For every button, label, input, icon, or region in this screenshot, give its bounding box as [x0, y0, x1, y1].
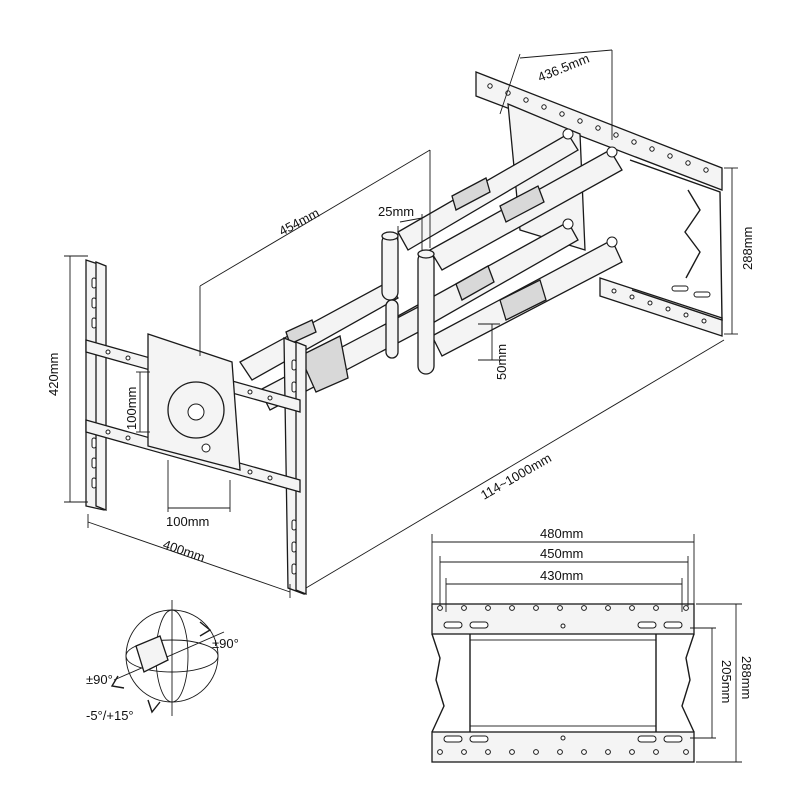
label-height-outer: 288mm	[739, 656, 754, 699]
label-arm-diameter-large: 50mm	[494, 344, 509, 380]
hinge-cylinders	[381, 128, 618, 375]
label-arm-diameter-small: 25mm	[378, 204, 414, 219]
label-width-inner: 430mm	[540, 568, 583, 583]
label-arm-length: 454mm	[276, 205, 321, 239]
label-wall-plate-height: 288mm	[740, 227, 755, 270]
dimension-lines	[64, 49, 738, 598]
label-tv-plate-height: 420mm	[46, 353, 61, 396]
label-vesa-vertical-small: 100mm	[124, 387, 139, 430]
label-extension-range: 114~1000mm	[478, 450, 554, 502]
tv-plate-holes-right	[291, 359, 297, 575]
front-view-holes-top	[437, 605, 689, 629]
label-height-inner: 205mm	[719, 660, 734, 703]
label-width-mid: 450mm	[540, 546, 583, 561]
wall-plate-holes-bottom	[611, 285, 711, 324]
front-view-holes-bottom	[437, 735, 689, 755]
label-width-outer: 480mm	[540, 526, 583, 541]
rail-holes	[105, 349, 273, 481]
wall-plate-holes-top	[487, 83, 709, 173]
label-tilt: -5°/+15°	[86, 708, 134, 723]
label-vesa-horizontal-small: 100mm	[166, 514, 209, 529]
tv-plate-perspective	[85, 259, 307, 595]
label-tv-plate-width: 400mm	[161, 537, 207, 565]
wall-plate-front-view	[431, 534, 742, 763]
tv-plate-holes-left	[91, 277, 97, 489]
label-swivel: ±90°	[212, 636, 239, 651]
rotation-sphere-icon	[110, 600, 225, 716]
label-rotate: ±90°	[86, 672, 113, 687]
